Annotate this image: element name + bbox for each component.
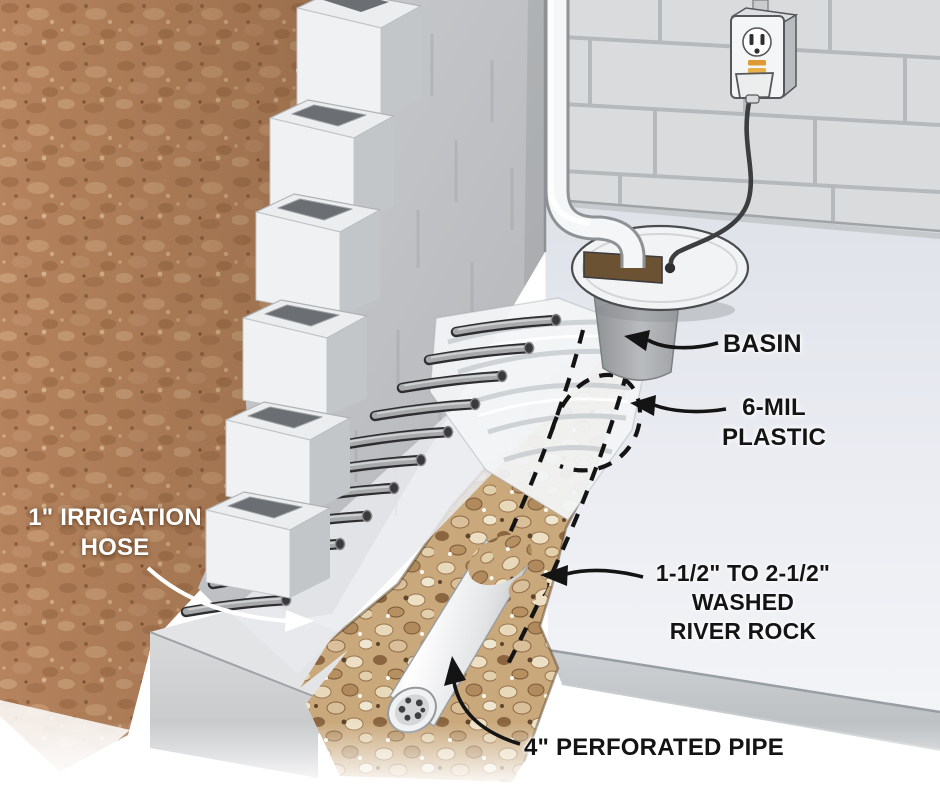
- plastic-arrowhead: [630, 395, 656, 416]
- label-line: PLASTIC: [721, 424, 827, 451]
- rock-arrowhead: [540, 565, 568, 586]
- electrical-outlet: [730, 0, 799, 104]
- sump-basin: [570, 224, 750, 381]
- outlet-test-button: [748, 68, 766, 74]
- label-line: RIVER ROCK: [669, 617, 817, 644]
- basin-arrowhead: [624, 330, 650, 351]
- corner-fade: [0, 700, 130, 788]
- pipe-arrowhead: [444, 656, 466, 686]
- label-washed-river-rock: 1-1/2" TO 2-1/2" WASHED RIVER ROCK: [608, 559, 878, 645]
- plug: [734, 72, 775, 99]
- label-6mil-plastic: 6-MIL PLASTIC: [686, 393, 862, 453]
- label-arrows: [146, 330, 727, 746]
- label-irrigation-hose: 1" IRRIGATION HOSE: [8, 503, 222, 563]
- outlet-reset-button: [748, 60, 766, 66]
- label-perforated-pipe: 4" PERFORATED PIPE: [524, 733, 814, 763]
- rock-over-pipe: [468, 534, 532, 586]
- label-line: 6-MIL: [742, 394, 806, 421]
- label-line: 1-1/2" TO 2-1/2": [655, 560, 831, 586]
- hose-arrowhead: [285, 610, 314, 632]
- dashed-outline: [448, 329, 643, 669]
- excavated-soil: [0, 0, 322, 772]
- label-line: BASIN: [723, 330, 802, 358]
- back-wall: [544, 0, 940, 243]
- label-line: 4" PERFORATED PIPE: [524, 734, 784, 761]
- stepped-blocks: [205, 0, 422, 599]
- label-basin: BASIN: [723, 329, 853, 360]
- discharge-pipe: [544, 0, 646, 268]
- label-line: WASHED: [691, 588, 795, 615]
- label-line: 1" IRRIGATION: [28, 504, 202, 531]
- bottom-fade: [0, 722, 940, 788]
- label-line: HOSE: [80, 534, 150, 561]
- power-cord: [668, 97, 754, 265]
